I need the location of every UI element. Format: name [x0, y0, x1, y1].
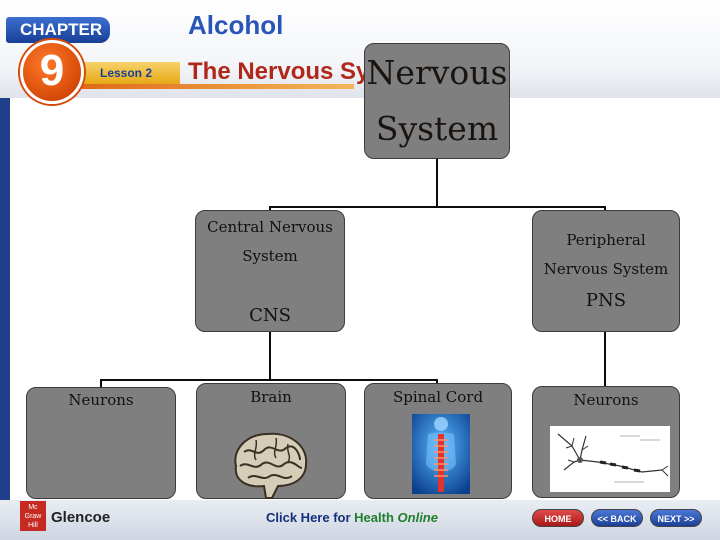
pns-abbr: PNS: [585, 290, 627, 311]
left-accent-bar: [0, 98, 10, 540]
lesson-tab: Lesson 2: [82, 62, 180, 84]
root-node-label: Nervous System: [366, 53, 508, 148]
connector-level2-horizontal: [100, 379, 438, 381]
health-link-word: Health: [354, 510, 394, 525]
brain-image: [234, 432, 308, 499]
course-title: Alcohol: [188, 10, 284, 40]
cns-label: Central Nervous System: [207, 218, 333, 265]
health-online-link[interactable]: Click Here for Health Online: [266, 510, 438, 525]
cns-abbr: CNS: [249, 305, 291, 326]
connector-level1-horizontal: [269, 206, 606, 208]
header-underline: [82, 84, 354, 89]
neuron-diagram-image: [550, 426, 670, 492]
connector-cns-down: [269, 330, 271, 380]
spinal-cord-label: Spinal Cord: [392, 388, 484, 406]
spine-image: [412, 414, 470, 494]
connector-root-down: [436, 157, 438, 207]
pns-label: Peripheral Nervous System: [543, 231, 669, 278]
node-peripheral-nervous-system: [532, 210, 680, 332]
node-central-nervous-system: [195, 210, 345, 332]
node-neurons-cns: [26, 387, 176, 499]
next-button[interactable]: NEXT >>: [650, 509, 702, 527]
health-link-prefix: Click Here for: [266, 510, 351, 525]
glencoe-logo-text: Glencoe: [51, 509, 111, 526]
connector-pns-down: [604, 330, 606, 388]
home-button[interactable]: HOME: [532, 509, 584, 527]
lesson-title: The Nervous System: [188, 58, 366, 85]
connector-to-neurons-cns: [100, 379, 102, 389]
chapter-tab: CHAPTER: [6, 17, 110, 43]
root-node-nervous-system: [364, 43, 510, 159]
brain-label: Brain: [250, 388, 292, 406]
health-link-suffix: Online: [397, 510, 438, 525]
neurons-pns-label: Neurons: [573, 391, 639, 409]
mcgraw-hill-logo: Mc Graw Hill: [20, 501, 46, 531]
chapter-number-badge: 9: [20, 40, 84, 104]
neurons-cns-label: Neurons: [68, 391, 134, 409]
back-button[interactable]: << BACK: [591, 509, 643, 527]
